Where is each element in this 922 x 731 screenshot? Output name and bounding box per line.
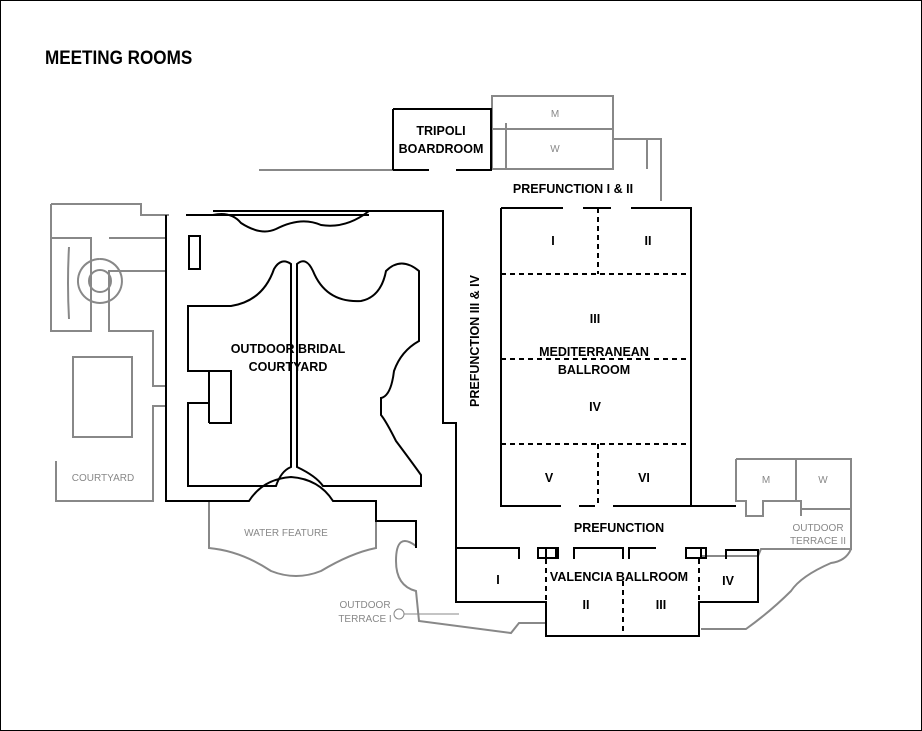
- outdoor-terrace-1-label-2: TERRACE I: [338, 614, 391, 625]
- outdoor-terrace-2-label-1: OUTDOOR: [792, 523, 843, 534]
- garden-circle-path: [76, 258, 123, 304]
- mediterranean-iii-label: III: [590, 312, 600, 326]
- building-walls: [165, 108, 492, 548]
- courtyard-right-bed: [296, 260, 422, 487]
- outdoor-terrace-2-outline: [701, 548, 852, 630]
- tripoli-label-2: BOARDROOM: [399, 142, 484, 156]
- prefunction-1-2-label: PREFUNCTION I & II: [513, 182, 633, 196]
- restroom-m-top-label: M: [551, 109, 559, 120]
- mediterranean-iv-label: IV: [589, 400, 601, 414]
- tripoli-label-1: TRIPOLI: [416, 124, 465, 138]
- valencia-ii-label: II: [583, 598, 590, 612]
- water-feature-outline: [208, 501, 416, 577]
- room-labels: TRIPOLI BOARDROOM M W PREFUNCTION I & II…: [72, 109, 846, 625]
- mediterranean-ballroom[interactable]: [500, 207, 692, 507]
- mediterranean-ii-label: II: [645, 234, 652, 248]
- garden-pool: [72, 356, 133, 438]
- courtyard-label: COURTYARD: [72, 473, 134, 484]
- valencia-ballroom-label: VALENCIA BALLROOM: [550, 570, 688, 584]
- mediterranean-i-label: I: [551, 234, 554, 248]
- valencia-ballroom-walls: [455, 547, 759, 637]
- valencia-door-2: [685, 547, 707, 559]
- courtyard-south-wall: [209, 475, 417, 548]
- tripoli-boardroom-walls: [392, 108, 492, 171]
- courtyard-left-bed: [187, 260, 292, 487]
- mediterranean-vi-label: VI: [638, 471, 650, 485]
- mediterranean-label-2: BALLROOM: [558, 363, 630, 377]
- mediterranean-v-label: V: [545, 471, 554, 485]
- courtyard-west-wall: [165, 215, 209, 502]
- prefunction-label: PREFUNCTION: [574, 521, 664, 535]
- prefunction-3-4-label: PREFUNCTION III & IV: [468, 274, 482, 407]
- mediterranean-label-1: MEDITERRANEAN: [539, 345, 649, 359]
- outdoor-areas: [50, 95, 852, 635]
- valencia-i-label: I: [496, 573, 499, 587]
- courtyard-pillar: [188, 235, 201, 270]
- valencia-iii-label: III: [656, 598, 666, 612]
- outdoor-terrace-1-label-1: OUTDOOR: [339, 600, 390, 611]
- water-feature-label: WATER FEATURE: [244, 528, 328, 539]
- valencia-ballroom[interactable]: [455, 547, 759, 637]
- terrace-1-marker: [393, 608, 405, 620]
- valencia-door-1: [537, 547, 559, 559]
- restroom-block-right: [701, 458, 852, 557]
- main-building-outline: [186, 210, 457, 548]
- bridal-courtyard-label-2: COURTYARD: [249, 360, 328, 374]
- page-title: MEETING ROOMS: [45, 48, 193, 69]
- restroom-w-right-label: W: [818, 475, 828, 486]
- valencia-iv-label: IV: [722, 574, 734, 588]
- outdoor-terrace-2-label-2: TERRACE II: [790, 536, 846, 547]
- restroom-w-top-label: W: [550, 144, 560, 155]
- courtyard-notch: [188, 370, 232, 424]
- garden-outline: [50, 203, 169, 387]
- outdoor-terrace-1-outline: [394, 540, 546, 635]
- restroom-m-right-label: M: [762, 475, 770, 486]
- courtyard-outline: [55, 405, 166, 502]
- restroom-block-top: [491, 95, 662, 201]
- bridal-courtyard-label-1: OUTDOOR BRIDAL: [231, 342, 346, 356]
